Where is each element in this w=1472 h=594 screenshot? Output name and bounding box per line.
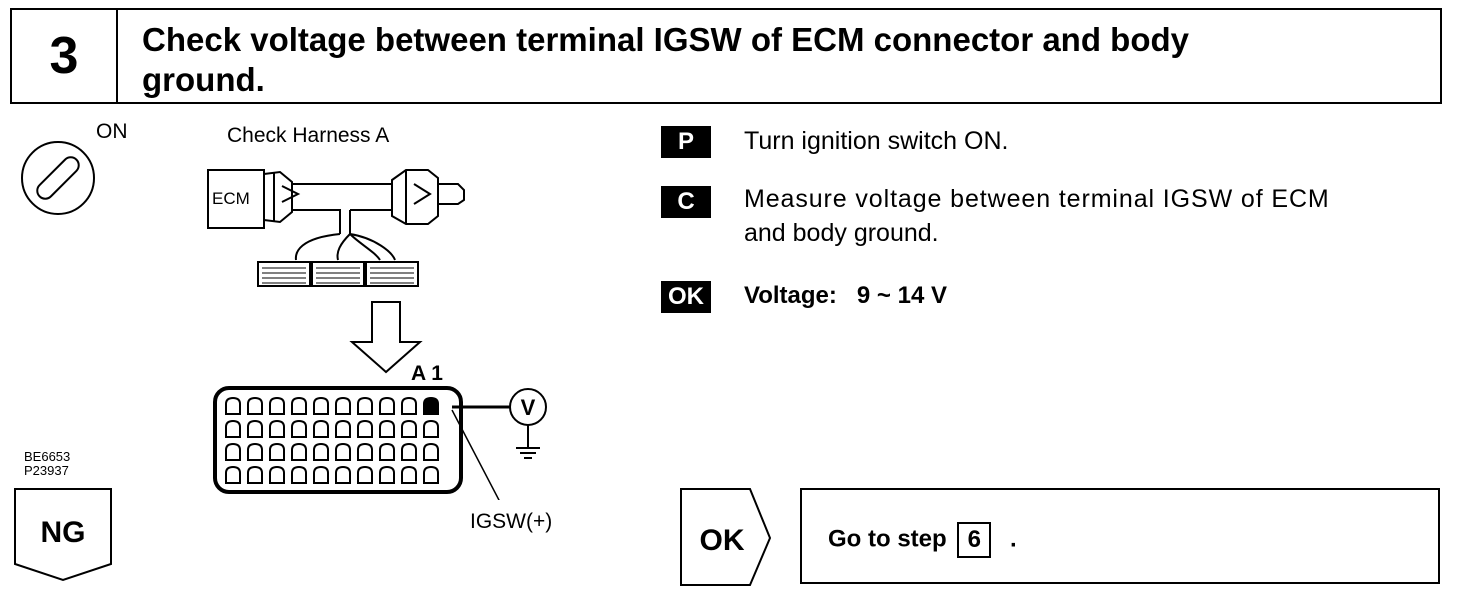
step-title: Check voltage between terminal IGSW of E…: [142, 20, 1420, 100]
terminal-leader-line: [451, 409, 500, 500]
connector-pin: [313, 396, 329, 415]
ignition-switch-icon: [21, 141, 95, 215]
connector-pin: [423, 465, 439, 484]
connector-pin: [379, 442, 395, 461]
connector-pin: [335, 465, 351, 484]
connector-pin: [423, 419, 439, 438]
connector-pin: [401, 442, 417, 461]
connector-pin: [357, 396, 373, 415]
procedure-tag-p: P: [661, 126, 711, 158]
connector-pin: [379, 465, 395, 484]
connector-pin: [247, 419, 263, 438]
connector-pin: [225, 442, 241, 461]
connector-pin: [225, 465, 241, 484]
step-number: 3: [12, 10, 118, 102]
connector-pin: [357, 465, 373, 484]
step-c-line-2: and body ground.: [744, 219, 939, 247]
ng-result-box: NG: [14, 488, 112, 582]
harness-connector-blocks: [257, 261, 419, 287]
harness-label: Check Harness A: [227, 124, 390, 147]
ecm-connector-a1: [213, 386, 463, 494]
wiring-diagram: ECM V: [207, 169, 547, 500]
reference-codes: BE6653 P23937: [24, 450, 70, 478]
ok-criteria: Voltage: 9 ~ 14 V: [744, 282, 947, 309]
connector-pin: [247, 396, 263, 415]
connector-label: A 1: [411, 362, 443, 385]
connector-pin: [379, 396, 395, 415]
ignition-on-label: ON: [96, 120, 128, 143]
connector-pin: [247, 465, 263, 484]
connector-pin: [269, 396, 285, 415]
connector-pin: [401, 465, 417, 484]
procedure-step-p-text: Turn ignition switch ON.: [744, 127, 1009, 155]
goto-step-box: Go to step 6 .: [800, 488, 1440, 584]
step-header: 3 Check voltage between terminal IGSW of…: [10, 8, 1442, 104]
connector-pin: [313, 465, 329, 484]
voltmeter-symbol: V: [521, 395, 536, 420]
title-line-2: ground.: [142, 61, 265, 98]
connector-pin: [269, 442, 285, 461]
connector-pin: [313, 442, 329, 461]
ok-label: OK: [700, 524, 745, 557]
connector-pin: [335, 396, 351, 415]
connector-pin: [247, 442, 263, 461]
voltmeter-icon: V: [452, 388, 547, 459]
connector-pin: [225, 396, 241, 415]
connector-pin: [335, 419, 351, 438]
connector-pin: [291, 465, 307, 484]
ecm-unit: ECM: [207, 169, 265, 229]
goto-prefix: Go to step: [828, 525, 947, 553]
step-c-line-1: Measure voltage between terminal IGSW of…: [744, 185, 1330, 213]
title-line-1: Check voltage between terminal IGSW of E…: [142, 21, 1189, 58]
goto-suffix: .: [1010, 525, 1017, 553]
ref-code-1: BE6653: [24, 449, 71, 464]
goto-step-number[interactable]: 6: [957, 522, 992, 558]
ecm-label: ECM: [212, 189, 250, 208]
igsw-pin: [423, 396, 439, 415]
connector-pin: [225, 419, 241, 438]
check-harness-icon: [263, 169, 465, 261]
terminal-label: IGSW(+): [470, 510, 553, 533]
connector-pin: [291, 396, 307, 415]
connector-pin: [357, 442, 373, 461]
down-arrow-icon: [349, 301, 423, 374]
connector-pin: [357, 419, 373, 438]
connector-pin: [291, 419, 307, 438]
connector-pin: [291, 442, 307, 461]
connector-pin: [401, 396, 417, 415]
goto-text: Go to step 6 .: [828, 522, 1017, 558]
ng-label: NG: [41, 516, 86, 549]
connector-pin: [401, 419, 417, 438]
connector-pin: [423, 442, 439, 461]
connector-pin: [269, 419, 285, 438]
connector-pin: [335, 442, 351, 461]
procedure-step-c-text: Measure voltage between terminal IGSW of…: [744, 182, 1330, 250]
procedure-tag-ok: OK: [661, 281, 711, 313]
procedure-tag-c: C: [661, 186, 711, 218]
connector-pin: [313, 419, 329, 438]
connector-pin: [269, 465, 285, 484]
ok-result-box: OK: [680, 488, 772, 586]
ref-code-2: P23937: [24, 463, 69, 478]
connector-pin: [379, 419, 395, 438]
